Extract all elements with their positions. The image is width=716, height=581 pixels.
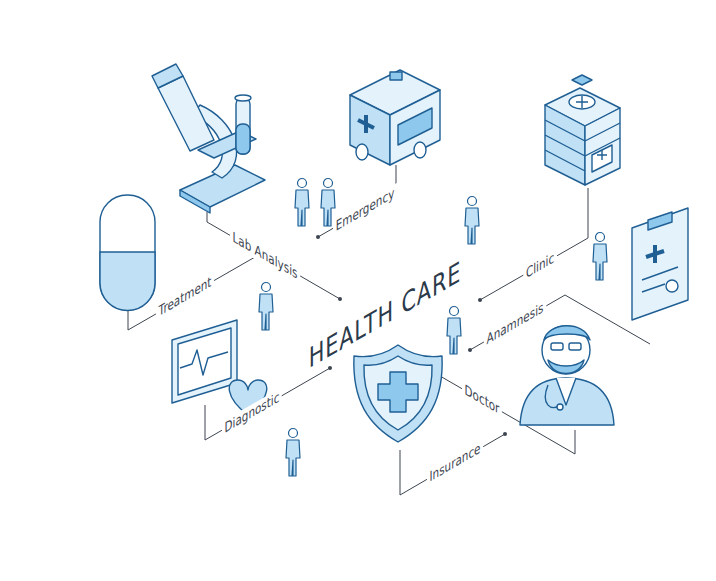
doctor-icon (520, 326, 614, 425)
shield-icon (354, 345, 442, 442)
category-label: Treatment (156, 272, 214, 323)
category-label: Anamnesis (484, 297, 546, 350)
leader-lines (128, 165, 650, 495)
category-label: Insurance (427, 438, 483, 488)
category-label: Emergency (333, 183, 397, 237)
people-figures (259, 179, 607, 477)
capsule-icon (100, 195, 155, 311)
category-label: Doctor (462, 380, 502, 420)
microscope-icon (152, 64, 265, 213)
monitor-icon (172, 320, 267, 415)
category-label: Lab Analysis (230, 227, 300, 285)
ambulance-icon (350, 70, 440, 165)
clipboard-icon (632, 208, 688, 320)
category-label: Clinic (523, 248, 556, 285)
clinic-building-icon (545, 75, 620, 185)
